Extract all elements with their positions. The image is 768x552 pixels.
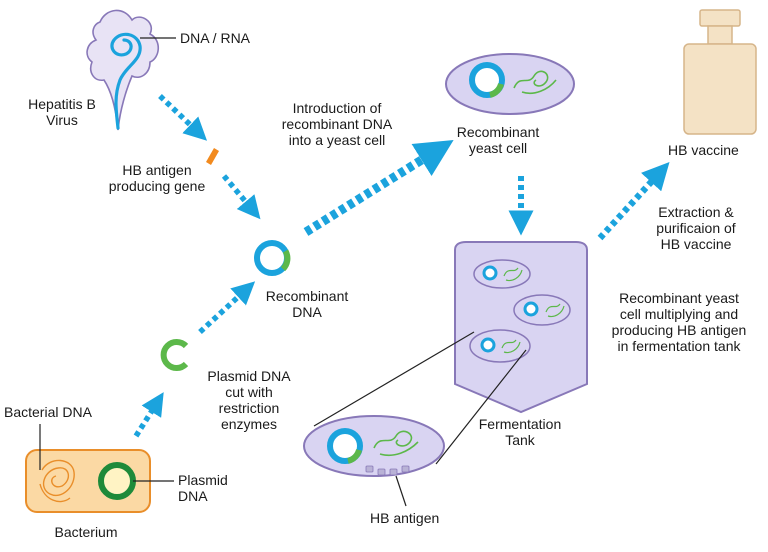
arrow-gene-to-recombinant (221, 174, 261, 220)
fermentation-tank-icon (454, 241, 588, 414)
introduction-label: Introduction of recombinant DNA into a y… (281, 100, 393, 148)
hb-antigen-label: HB antigen (370, 510, 440, 526)
tank-yeast-cell-1 (473, 259, 531, 289)
hb-vaccine-label: HB vaccine (668, 142, 739, 158)
cut-plasmid-icon (160, 339, 189, 371)
hb-vaccine-bottle-icon (683, 9, 757, 135)
extraction-label: Extraction & purificaion of HB vaccine (656, 204, 736, 252)
tank-yeast-cell-3 (469, 329, 531, 363)
hb-antigen-gene-label: HB antigen producing gene (108, 162, 206, 194)
dna-rna-label: DNA / RNA (180, 30, 251, 46)
arrow-bacterium-to-plasmid (133, 392, 164, 438)
fermentation-process-label: Recombinant yeast cell multiplying and p… (611, 290, 747, 354)
recombinant-yeast-cell-icon (445, 53, 575, 115)
arrow-virus-to-gene (158, 94, 208, 141)
arrow-tank-to-vaccine (597, 161, 670, 241)
hb-antigen-particles (365, 465, 410, 476)
recombinant-yeast-cell-label: Recombinant yeast cell (456, 124, 540, 156)
tank-yeast-cell-2 (513, 294, 571, 326)
bacterium-icon (25, 449, 151, 513)
hb-antigen-leader-line (395, 475, 407, 507)
zoom-line-right (435, 349, 527, 465)
recombinant-dna-ring-icon (254, 240, 291, 276)
fermentation-tank-label: Fermentation Tank (478, 416, 562, 448)
bacterium-label: Bacterium (54, 524, 118, 540)
enlarged-yeast-cell-icon (303, 415, 445, 477)
zoom-line-left (313, 331, 475, 427)
hb-antigen-gene-icon (206, 148, 219, 165)
plasmid-cut-label: Plasmid DNA cut with restriction enzymes (207, 368, 291, 432)
hepatitis-b-virus-icon (86, 9, 160, 131)
arrow-plasmid-to-recombinant (198, 281, 256, 335)
arrow-recombinant-to-yeast (303, 140, 454, 236)
plasmid-dna-label: Plasmid DNA (178, 472, 228, 504)
hepatitis-b-virus-label: Hepatitis B Virus (28, 96, 96, 128)
bacterial-dna-label: Bacterial DNA (4, 404, 92, 420)
recombinant-dna-label: Recombinant DNA (265, 288, 349, 320)
